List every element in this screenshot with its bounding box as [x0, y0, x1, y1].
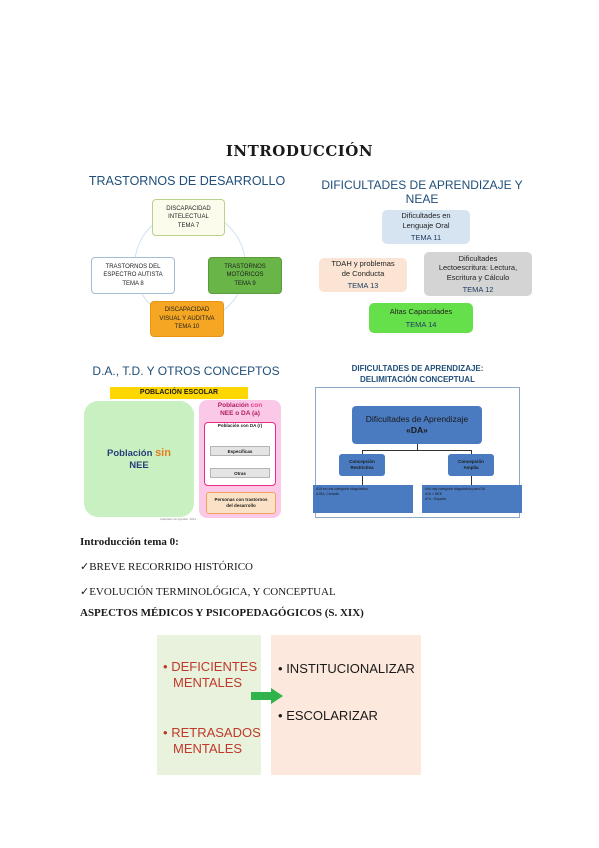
retrasados-mentales-item: • RETRASADOS MENTALES	[163, 725, 261, 757]
connector-line	[362, 450, 363, 454]
box-label: TDAH y problemas	[331, 259, 395, 269]
note-line: •DA es una categoría diagnóstica	[316, 487, 368, 491]
trastornos-desarrollo-title: TRASTORNOS DE DESARROLLO	[88, 174, 286, 188]
categorias-panel	[157, 635, 261, 775]
label: ESCOLARIZAR	[286, 708, 378, 723]
evolucion-item: ✓EVOLUCIÓN TERMINOLÓGICA, Y CONCEPTUAL	[80, 586, 336, 598]
box-visual-auditiva: DISCAPACIDAD VISUAL Y AUDITIVA TEMA 10	[150, 301, 224, 337]
label: Concepción	[458, 459, 484, 464]
poblacion-con-title: Población con NEE o DA (a)	[199, 402, 281, 418]
box-tema: TEMA 14	[405, 319, 437, 329]
connector-line	[471, 450, 472, 454]
box-label: Dificultades en	[401, 211, 451, 221]
label: DEFICIENTES	[171, 659, 258, 674]
label: MENTALES	[173, 675, 243, 690]
acciones-panel	[271, 635, 421, 775]
amplia-note: •No hay categoría diagnóstica para DA •D…	[422, 485, 522, 513]
poblacion-escolar-banner: POBLACIÓN ESCOLAR	[110, 387, 248, 399]
connector-line	[362, 450, 472, 451]
box-tema: TEMA 7	[177, 222, 200, 229]
label: «DA»	[406, 425, 428, 435]
connector-line	[362, 476, 363, 485]
arrow-right-icon	[251, 688, 283, 704]
box-tema: TEMA 12	[462, 285, 494, 294]
note-line: •P.e.: España	[425, 497, 446, 501]
box-label: Lectoescritura: Lectura,	[438, 263, 518, 272]
label: Amplia	[463, 465, 479, 470]
breve-recorrido-item: ✓BREVE RECORRIDO HISTÓRICO	[80, 561, 254, 573]
deficientes-mentales-item: • DEFICIENTES MENTALES	[163, 659, 257, 691]
note-line: •USA, Canadá	[316, 492, 339, 496]
note-line: •No hay categoría diagnóstica para DA	[425, 487, 486, 491]
box-label: de Conducta	[341, 268, 385, 278]
especificas-pill: Específicas	[210, 446, 270, 456]
connector-line	[417, 444, 418, 450]
box-altas-capacidades: Altas Capacidades TEMA 14	[369, 303, 473, 333]
label: Personas con trastornos	[214, 497, 268, 502]
box-label: Altas Capacidades	[389, 307, 453, 316]
box-label: TRASTORNOS DEL	[105, 263, 161, 270]
box-espectro-autista: TRASTORNOS DEL ESPECTRO AUTISTA TEMA 8	[91, 257, 175, 294]
bullet: •	[278, 708, 283, 723]
label: NEE	[129, 459, 149, 471]
intro-heading: Introducción tema 0:	[80, 536, 179, 548]
label: NEE o DA (a)	[220, 410, 260, 417]
label: INSTITUCIONALIZAR	[286, 661, 415, 676]
poblacion-con-da-label: Población con DA (r)	[217, 423, 263, 428]
delimitacion-title: DIFICULTADES DE APRENDIZAJE: DELIMITACIÓ…	[315, 363, 520, 385]
bullet: •	[163, 725, 168, 740]
box-label: ESPECTRO AUTISTA	[103, 272, 163, 279]
box-label: Dificultades	[458, 253, 498, 263]
box-label: Lenguaje Oral	[402, 220, 450, 230]
box-label: TRASTORNOS	[224, 263, 266, 270]
box-label: Escritura y Cálculo	[446, 272, 510, 282]
trastornos-desarrollo-box: Personas con trastornos del desarrollo	[206, 492, 276, 514]
poblacion-sin-nee: Población sin NEE	[84, 401, 194, 517]
source-footnote: Adaptado de Aguado, 2011	[159, 517, 197, 521]
title-line: DELIMITACIÓN CONCEPTUAL	[360, 375, 475, 384]
box-tema: TEMA 8	[122, 280, 144, 287]
escolarizar-item: • ESCOLARIZAR	[278, 708, 378, 724]
highlight-word: con	[250, 402, 263, 409]
label: MENTALES	[173, 741, 243, 756]
box-tema: TEMA 9	[234, 280, 256, 287]
otras-pill: Otras	[210, 468, 270, 478]
box-lenguaje-oral: Dificultades en Lenguaje Oral TEMA 11	[382, 210, 470, 244]
box-label: INTELECTUAL	[168, 214, 209, 221]
label: Población	[107, 447, 153, 459]
box-label: DISCAPACIDAD	[164, 307, 210, 314]
box-label: VISUAL Y AUDITIVA	[159, 315, 215, 322]
institucionalizar-item: • INSTITUCIONALIZAR	[278, 661, 415, 677]
box-tema: TEMA 13	[347, 281, 379, 291]
box-tdah: TDAH y problemas de Conducta TEMA 13	[319, 258, 407, 292]
box-label: MOTÓRICOS	[226, 272, 264, 279]
bullet: •	[163, 659, 168, 674]
title-line: DIFICULTADES DE APRENDIZAJE:	[351, 364, 484, 373]
page-title: INTRODUCCIÓN	[225, 142, 374, 160]
box-tema: TEMA 10	[174, 324, 200, 331]
bullet: •	[278, 661, 283, 676]
dificultades-neae-title: DIFICULTADES DE APRENDIZAJE Y NEAE	[321, 178, 523, 206]
box-discapacidad-intelectual: DISCAPACIDAD INTELECTUAL TEMA 7	[152, 199, 225, 236]
note-line: •DA = NEE	[425, 492, 443, 496]
label: Concepción	[349, 459, 375, 464]
box-tema: TEMA 11	[410, 233, 442, 243]
aspectos-heading: ASPECTOS MÉDICOS Y PSICOPEDAGÓGICOS (S. …	[80, 607, 364, 619]
label: del desarrollo	[226, 503, 256, 508]
box-trastornos-motoricos: TRASTORNOS MOTÓRICOS TEMA 9	[208, 257, 282, 294]
dificultades-aprendizaje-box: Dificultades de Aprendizaje «DA»	[352, 406, 482, 444]
box-label: DISCAPACIDAD	[166, 205, 211, 212]
highlight-word: sin	[155, 446, 171, 459]
label: RETRASADOS	[171, 725, 261, 740]
concepcion-restrictiva-box: Concepción Restrictiva	[339, 454, 385, 476]
label: Restrictiva	[350, 465, 374, 470]
connector-line	[471, 476, 472, 485]
concepcion-amplia-box: Concepción Amplia	[448, 454, 494, 476]
label: Dificultades de Aprendizaje	[365, 414, 469, 424]
restrictiva-note: •DA es una categoría diagnóstica •USA, C…	[313, 485, 413, 513]
label: Población	[217, 402, 249, 409]
da-td-title: D.A., T.D. Y OTROS CONCEPTOS	[92, 364, 280, 378]
box-lectoescritura: Dificultades Lectoescritura: Lectura, Es…	[424, 252, 532, 296]
